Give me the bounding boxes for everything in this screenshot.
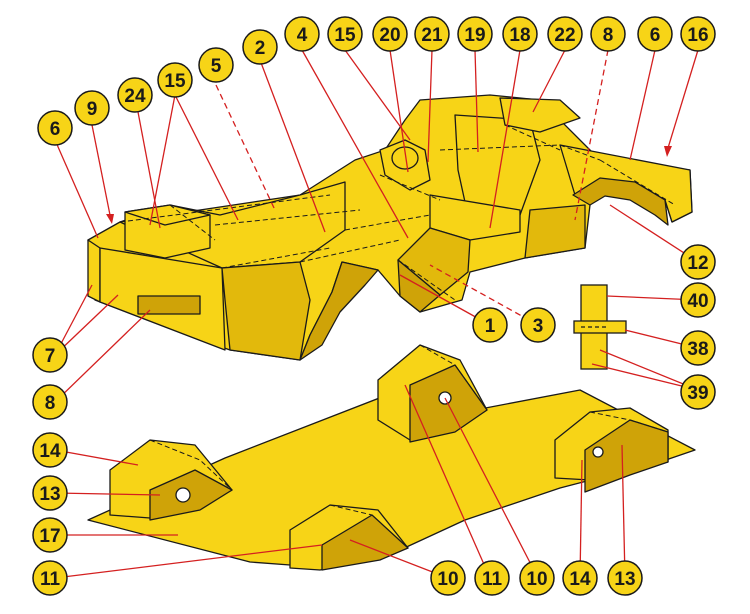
callout: 9 — [74, 90, 110, 126]
callout: 17 — [32, 517, 68, 553]
svg-text:16: 16 — [687, 25, 708, 46]
callout: 3 — [520, 307, 556, 343]
svg-text:14: 14 — [39, 441, 61, 462]
callout: 14 — [32, 432, 68, 468]
callout: 6 — [37, 110, 73, 146]
svg-text:1: 1 — [485, 316, 496, 337]
svg-text:8: 8 — [603, 25, 614, 46]
svg-text:8: 8 — [45, 393, 56, 414]
svg-text:3: 3 — [533, 316, 544, 337]
svg-text:2: 2 — [255, 38, 266, 59]
svg-text:13: 13 — [614, 569, 635, 590]
callout: 20 — [372, 16, 408, 52]
svg-text:38: 38 — [687, 339, 708, 360]
callout: 1 — [472, 307, 508, 343]
callout: 15 — [327, 16, 363, 52]
svg-text:6: 6 — [650, 25, 661, 46]
front-slot — [137, 295, 201, 315]
svg-text:14: 14 — [569, 569, 591, 590]
callouts: 6 9 24 15 5 2 4 15 20 21 19 18 22 8 6 16… — [32, 16, 716, 596]
svg-text:4: 4 — [297, 25, 308, 46]
arch-bottom-center-side — [321, 514, 409, 571]
hole-front-left — [175, 487, 191, 503]
upper-dashed-edges — [119, 124, 676, 301]
svg-text:19: 19 — [464, 25, 485, 46]
svg-text:20: 20 — [379, 25, 400, 46]
callout: 2 — [242, 29, 278, 65]
svg-text:10: 10 — [526, 569, 547, 590]
callout: 10 — [430, 560, 466, 596]
front-face — [87, 239, 101, 303]
callout: 11 — [474, 560, 510, 596]
callout: 40 — [680, 282, 716, 318]
svg-text:11: 11 — [482, 569, 503, 590]
svg-text:15: 15 — [164, 71, 186, 92]
callout: 6 — [637, 16, 673, 52]
hole-right — [592, 446, 604, 458]
svg-text:24: 24 — [124, 86, 146, 107]
steering-wheel — [391, 146, 419, 170]
svg-text:40: 40 — [687, 291, 708, 312]
callout: 18 — [502, 16, 538, 52]
svg-text:21: 21 — [421, 25, 443, 46]
axle-part — [573, 284, 627, 370]
callout: 21 — [414, 16, 450, 52]
body-right-skirt — [524, 204, 586, 259]
callout: 8 — [32, 384, 68, 420]
callout: 16 — [680, 16, 716, 52]
lower-chassis — [87, 344, 696, 571]
callout: 5 — [198, 47, 234, 83]
upper-body — [87, 94, 693, 361]
svg-text:13: 13 — [39, 484, 60, 505]
callout: 39 — [680, 374, 716, 410]
axle-pin — [573, 320, 627, 334]
callout: 14 — [562, 560, 598, 596]
svg-text:12: 12 — [687, 253, 708, 274]
callout: 12 — [680, 244, 716, 280]
callout: 4 — [284, 16, 320, 52]
svg-text:15: 15 — [334, 25, 356, 46]
callout: 19 — [457, 16, 493, 52]
svg-text:17: 17 — [39, 526, 60, 547]
svg-text:5: 5 — [211, 56, 222, 77]
callout: 22 — [547, 16, 583, 52]
lower-dashed-edges — [149, 344, 669, 516]
callout: 13 — [32, 475, 68, 511]
block-24-top — [124, 204, 211, 226]
svg-text:6: 6 — [50, 119, 61, 140]
svg-text:9: 9 — [87, 99, 98, 120]
svg-text:7: 7 — [45, 346, 56, 367]
svg-text:18: 18 — [509, 25, 530, 46]
block-22 — [499, 97, 581, 133]
callout: 13 — [607, 560, 643, 596]
callout: 24 — [117, 77, 153, 113]
callout: 10 — [519, 560, 555, 596]
arch-front-left-side — [149, 469, 233, 521]
callout: 8 — [590, 16, 626, 52]
hood-side — [221, 261, 311, 361]
callout: 7 — [32, 337, 68, 373]
svg-text:22: 22 — [554, 25, 575, 46]
svg-text:11: 11 — [40, 569, 61, 590]
rear-arch — [299, 261, 379, 361]
svg-text:39: 39 — [687, 383, 708, 404]
seat-18 — [429, 194, 521, 241]
callout: 11 — [32, 560, 68, 596]
callout: 38 — [680, 330, 716, 366]
callout: 15 — [157, 62, 193, 98]
svg-text:10: 10 — [437, 569, 458, 590]
rear-fender — [572, 177, 669, 226]
